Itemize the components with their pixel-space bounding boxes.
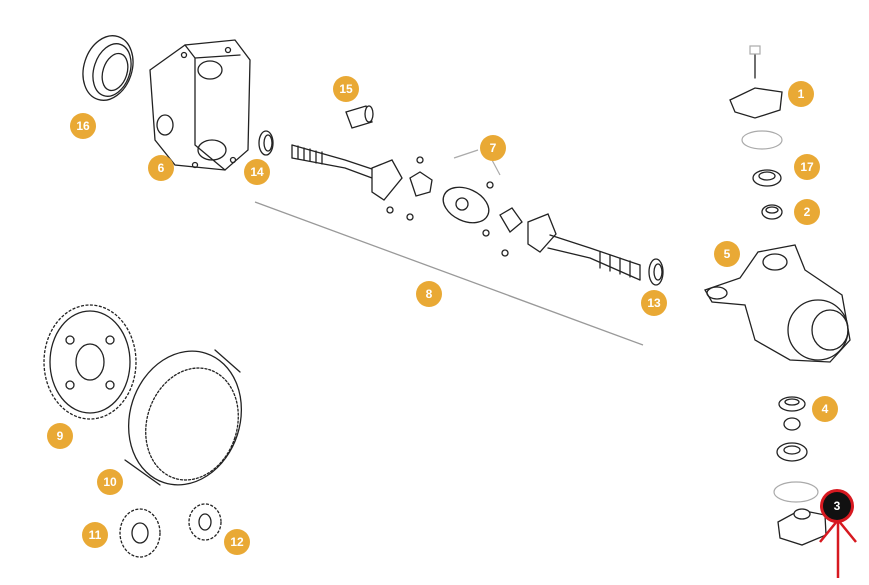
- steering-knuckle-5: [704, 244, 851, 363]
- callout-10[interactable]: 10: [97, 469, 123, 495]
- callout-5[interactable]: 5: [714, 241, 740, 267]
- seal-13: [648, 258, 664, 286]
- lower-bracket-3: [773, 481, 827, 546]
- callout-2[interactable]: 2: [794, 199, 820, 225]
- upper-bracket-1: [729, 45, 783, 150]
- arrow-up-icon: [819, 518, 857, 578]
- callout-3[interactable]: 3: [823, 492, 851, 520]
- bearing-17: [752, 169, 782, 187]
- cup-2: [761, 204, 783, 220]
- callout-8[interactable]: 8: [416, 281, 442, 307]
- callout-4[interactable]: 4: [812, 396, 838, 422]
- ring-gear-10: [124, 349, 243, 486]
- callout-16[interactable]: 16: [70, 113, 96, 139]
- axle-housing-6: [149, 39, 251, 171]
- callout-1[interactable]: 1: [788, 81, 814, 107]
- pinion-gear-12: [188, 503, 222, 541]
- callout-15[interactable]: 15: [333, 76, 359, 102]
- drive-shaft-assembly: [291, 144, 641, 281]
- pinion-gear-11: [119, 508, 161, 558]
- callout-13[interactable]: 13: [641, 290, 667, 316]
- bearing-set-4: [776, 396, 808, 462]
- callout-9[interactable]: 9: [47, 423, 73, 449]
- callout-7[interactable]: 7: [480, 135, 506, 161]
- oil-seal-16: [82, 35, 134, 101]
- callout-17[interactable]: 17: [794, 154, 820, 180]
- callout-12[interactable]: 12: [224, 529, 250, 555]
- callout-6[interactable]: 6: [148, 155, 174, 181]
- bushing-15: [345, 105, 374, 129]
- seal-14: [258, 130, 274, 156]
- shaft-axis-line-8: [254, 201, 644, 346]
- callout-14[interactable]: 14: [244, 159, 270, 185]
- gear-9: [43, 304, 137, 420]
- callout-11[interactable]: 11: [82, 522, 108, 548]
